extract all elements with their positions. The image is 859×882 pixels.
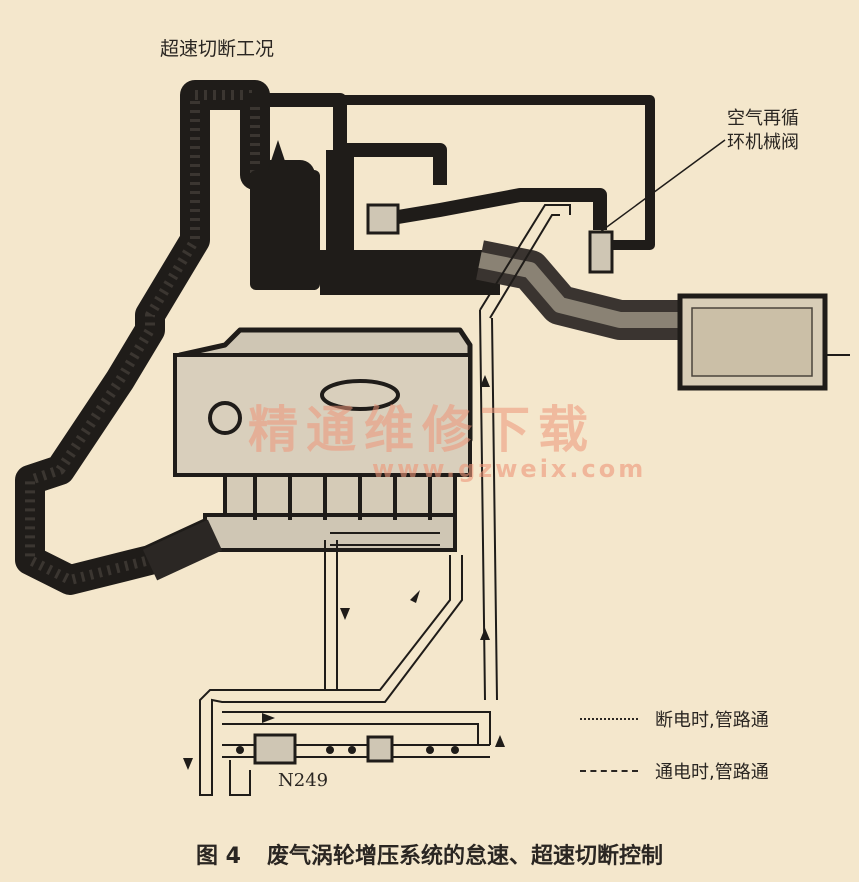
turbo-connector <box>320 250 500 295</box>
n249-solenoid-valve <box>253 733 297 765</box>
hose-clamp <box>366 203 400 235</box>
legend-dotted-text: 断电时,管路通 <box>655 710 769 731</box>
legend-dashed-line <box>580 770 638 772</box>
watermark-text: 精通维修下载 <box>248 400 596 459</box>
left-intake-pipe <box>142 519 223 581</box>
valve-leader-line <box>599 139 726 233</box>
turbocharger <box>250 170 320 290</box>
line-junctions <box>236 746 459 754</box>
figure-caption: 图 4 废气涡轮增压系统的怠速、超速切断控制 <box>0 838 859 870</box>
figure-caption-text: 废气涡轮增压系统的怠速、超速切断控制 <box>266 844 663 869</box>
flow-arrows <box>183 375 505 770</box>
engine-logo <box>320 379 400 411</box>
air-recirculation-valve <box>588 230 614 274</box>
turbo-system-diagram <box>15 80 850 796</box>
recirculation-hose <box>378 188 607 230</box>
cylinder-ribs <box>253 475 432 520</box>
turbo-outlet-arrow <box>268 140 288 170</box>
legend-dotted-line <box>580 718 638 720</box>
pressure-pipe-highlight <box>478 252 690 328</box>
upper-thin-pipe <box>340 95 655 250</box>
watermark-url: www.gzweix.com <box>372 455 647 483</box>
figure-number: 图 4 <box>196 844 241 869</box>
diagram-title: 超速切断工况 <box>160 38 275 60</box>
valve-label-line2: 环机械阀 <box>727 132 799 153</box>
intercooler-core <box>691 307 813 377</box>
check-valve <box>366 735 394 763</box>
valve-label-line1: 空气再循 <box>727 108 799 129</box>
n249-label: N249 <box>278 770 329 791</box>
engine-cam-left <box>208 401 242 435</box>
legend-dashed-text: 通电时,管路通 <box>655 762 769 783</box>
main-intake-pipe-inner <box>25 90 305 585</box>
